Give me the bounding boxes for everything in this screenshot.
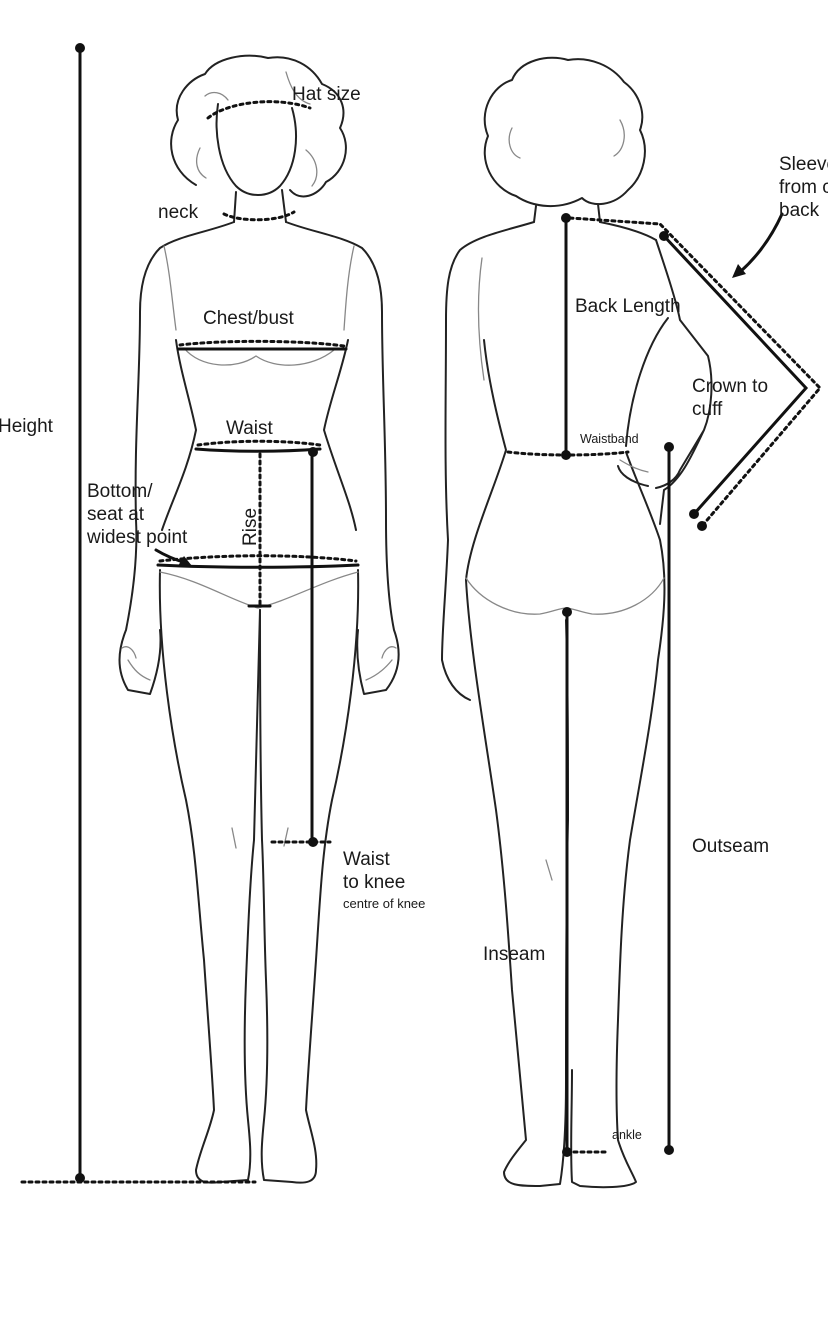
back-hair-detail — [508, 119, 625, 159]
front-hair-curls — [195, 71, 318, 187]
label-inseam: Inseam — [483, 944, 545, 965]
waistband-line — [506, 450, 630, 457]
front-hand-right — [365, 646, 397, 681]
sleeve-arrow — [738, 212, 784, 274]
waist-line-solid — [194, 447, 322, 453]
inseam-top-dot — [562, 607, 572, 617]
sleeve-end-dot — [697, 521, 707, 531]
label-sleeve-line1: Sleeve — [779, 154, 828, 175]
label-crown-line2: cuff — [692, 399, 723, 420]
label-waistband: Waistband — [580, 432, 639, 446]
front-bust-detail — [163, 245, 355, 366]
label-rise: Rise — [240, 508, 261, 546]
crown-bottom-dot — [689, 509, 699, 519]
back-torso-right — [599, 221, 657, 241]
front-underwear — [159, 571, 359, 609]
label-centre-of-knee: centre of knee — [343, 896, 425, 911]
label-bottom-line1: Bottom/ — [87, 481, 153, 502]
waist-line-dotted — [196, 439, 322, 447]
crown-to-cuff-line — [662, 234, 809, 516]
front-knee-detail — [231, 827, 289, 849]
front-leg-left — [158, 569, 261, 1184]
seat-arrow-head — [178, 556, 192, 566]
back-leg-left — [465, 579, 569, 1187]
label-height: Height — [0, 416, 54, 437]
sleeve-arrow-head — [732, 264, 746, 278]
label-waist-to-knee-line2: to knee — [343, 872, 405, 893]
back-hip-right — [570, 451, 666, 1189]
label-outseam: Outseam — [692, 836, 769, 857]
back-torso-left — [441, 221, 535, 701]
label-bottom-line3: widest point — [86, 527, 188, 548]
chest-line-dotted — [178, 339, 346, 348]
front-torso-left — [118, 221, 235, 695]
sleeve-line-dotted — [568, 216, 823, 528]
crown-top-dot — [659, 231, 669, 241]
waist-to-knee-top-dot — [308, 447, 318, 457]
outseam-bottom-dot — [664, 1145, 674, 1155]
height-top-dot — [75, 43, 85, 53]
height-bottom-dot — [75, 1173, 85, 1183]
front-inner-arm-left — [161, 339, 197, 531]
outseam-top-dot — [664, 442, 674, 452]
hat-size-line — [206, 100, 312, 120]
front-hair — [170, 54, 347, 198]
front-torso-right — [285, 221, 400, 695]
label-neck: neck — [158, 202, 199, 223]
front-hand-left — [121, 646, 151, 681]
back-detail-lines — [477, 257, 649, 881]
label-waist-to-knee-line1: Waist — [343, 849, 391, 870]
label-crown-line1: Crown to — [692, 376, 768, 397]
front-figure — [118, 54, 400, 1184]
measurement-lines — [20, 43, 823, 1184]
front-face — [215, 103, 297, 196]
seat-line-dotted — [158, 554, 358, 563]
label-hat-size: Hat size — [292, 84, 361, 105]
label-sleeve-line2: from centre — [779, 177, 828, 198]
front-inner-arm-right — [323, 339, 357, 531]
label-chest-bust: Chest/bust — [203, 308, 295, 329]
measurement-labels: Height Hat size neck Chest/bust Waist Bo… — [0, 84, 828, 1142]
label-back-length: Back Length — [575, 296, 681, 317]
label-waist: Waist — [226, 418, 274, 439]
label-bottom-line2: seat at — [87, 504, 145, 525]
label-sleeve-line3: back — [779, 200, 820, 221]
back-length-top-dot — [561, 213, 571, 223]
back-bent-arm — [617, 239, 713, 525]
neck-line — [222, 210, 296, 222]
back-inner-arm-left — [465, 339, 507, 581]
label-ankle: ankle — [612, 1128, 642, 1142]
front-leg-right — [259, 569, 360, 1184]
back-figure — [441, 56, 713, 1189]
back-hair — [483, 56, 646, 208]
